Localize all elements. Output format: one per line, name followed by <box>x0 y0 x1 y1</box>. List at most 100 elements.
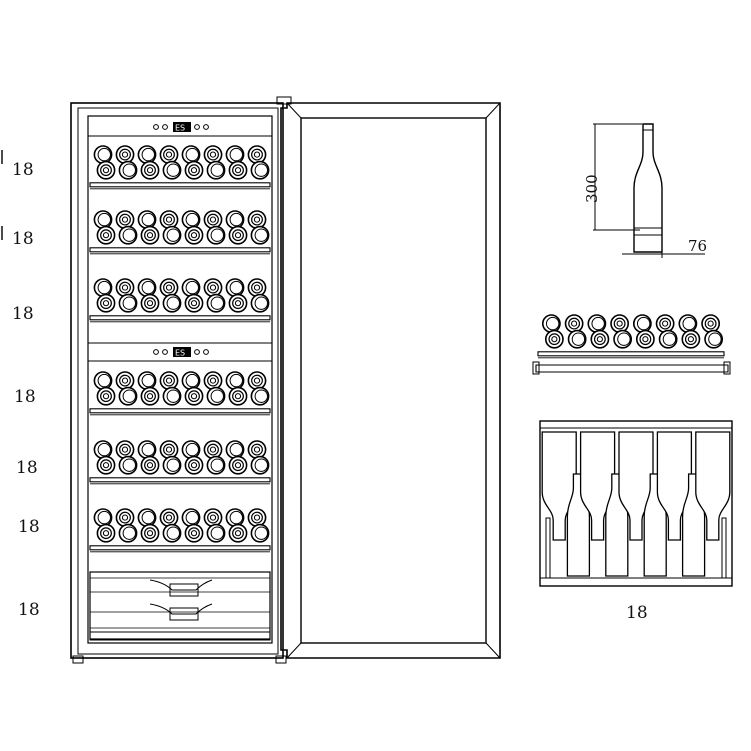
bottle-end-ring <box>210 389 224 403</box>
bottle-end <box>544 329 564 349</box>
bottle-end <box>203 145 223 165</box>
bottle-end <box>115 508 135 527</box>
door-bevel <box>286 102 302 119</box>
bottle-end-ring <box>639 333 652 346</box>
shelf-rail <box>89 182 271 188</box>
bottle-end-ring <box>207 281 219 294</box>
bottle-end <box>159 278 179 298</box>
bottle-end <box>115 440 135 460</box>
bottle-end <box>162 455 182 475</box>
bottle-end <box>162 160 182 180</box>
display-text: ES <box>175 124 185 133</box>
bottle-end-punt <box>190 462 198 469</box>
bottle-end <box>658 329 678 349</box>
shelf-label-7: 18 <box>18 600 40 620</box>
bottle-end-punt <box>102 530 110 537</box>
bottle-end-ring <box>100 527 112 540</box>
control-panel-lower: ES <box>87 342 273 362</box>
bottle-end <box>159 210 179 230</box>
bottle-end-ring <box>188 527 200 540</box>
bottle-end-ring <box>210 163 224 177</box>
bottle-end <box>250 455 270 475</box>
shelf-detail-view <box>532 314 731 375</box>
bottle-end <box>250 386 270 406</box>
bottle-end-punt <box>707 320 714 327</box>
bottle-end-punt <box>234 393 242 400</box>
bottle-end-ring <box>141 442 155 457</box>
bottle-end-ring <box>188 390 200 403</box>
bottle-end-punt <box>253 446 261 453</box>
detail-shelf-end <box>723 361 731 375</box>
bottle-end-punt <box>209 284 217 291</box>
bottle-end-ring <box>122 163 136 177</box>
side-view-capacity-label: 18 <box>626 603 648 623</box>
door-outer <box>280 102 501 659</box>
bottle-end <box>610 314 630 334</box>
bottle-end-ring <box>229 373 243 388</box>
bottle-end <box>567 329 587 349</box>
panel-button <box>194 124 200 130</box>
front-shelf <box>89 145 271 190</box>
bottle-end <box>613 329 633 349</box>
wine-bottle-outline <box>633 123 663 253</box>
bottle-end <box>118 386 138 406</box>
bottle-end-punt <box>165 377 173 384</box>
bottle-end-ring <box>207 511 219 524</box>
bottle-end <box>203 210 223 230</box>
bottle-end <box>681 329 701 349</box>
bottle-end-ring <box>210 228 224 242</box>
side-view-frame <box>539 420 733 587</box>
drawer-neck-block <box>169 583 199 597</box>
bottle-end <box>184 523 204 543</box>
cabinet-interior <box>87 115 273 644</box>
temperature-display <box>173 122 191 132</box>
bottle-end-ring <box>185 212 199 227</box>
bottle-end-ring <box>254 228 268 242</box>
bottle-end <box>564 314 584 334</box>
bottle-end <box>162 386 182 406</box>
bottle-end-punt <box>102 393 110 400</box>
bottle-end-ring <box>141 147 155 162</box>
bottle-end-ring <box>185 373 199 388</box>
bottle-end-ring <box>254 526 268 540</box>
bottle-end-punt <box>209 377 217 384</box>
bottle-end-ring <box>166 296 180 310</box>
cabinet-inner-frame <box>77 107 279 655</box>
bottle-end <box>118 225 138 245</box>
bottle-end <box>115 278 135 298</box>
temperature-display <box>173 347 191 357</box>
bottle-end <box>206 160 226 180</box>
bottle-end-punt <box>146 462 154 469</box>
panel-frame <box>87 115 273 137</box>
drawer-frame <box>89 571 271 640</box>
bottle-end-ring <box>100 297 112 310</box>
bottle-end-ring <box>119 374 131 387</box>
bottle-end <box>184 293 204 313</box>
bottle-end-ring <box>163 213 175 226</box>
bottle-end <box>590 329 610 349</box>
bottle-end-punt <box>209 216 217 223</box>
bottle-end <box>228 293 248 313</box>
bottle-end <box>250 293 270 313</box>
bottle-end-ring <box>122 458 136 472</box>
bottle-end <box>701 314 721 334</box>
bottle-end <box>228 160 248 180</box>
bottle-end-ring <box>251 443 263 456</box>
bottom-drawer <box>89 571 271 641</box>
bottle-end <box>96 523 116 543</box>
panel-button <box>153 124 159 130</box>
bottle-end <box>247 371 267 391</box>
bottle-end <box>247 145 267 165</box>
bottle-end-punt <box>190 300 198 307</box>
bottle-end <box>162 225 182 245</box>
drawer-neck-block <box>169 607 199 621</box>
bottle-end-punt <box>165 446 173 453</box>
bottle-end <box>250 225 270 245</box>
bottle-end-punt <box>616 320 623 327</box>
bottle-end <box>206 293 226 313</box>
display-text: ES <box>175 349 185 358</box>
panel-button <box>203 124 209 130</box>
front-shelf <box>89 210 271 255</box>
bottle-end-ring <box>617 332 631 346</box>
shelf-label-5: 18 <box>16 458 38 478</box>
